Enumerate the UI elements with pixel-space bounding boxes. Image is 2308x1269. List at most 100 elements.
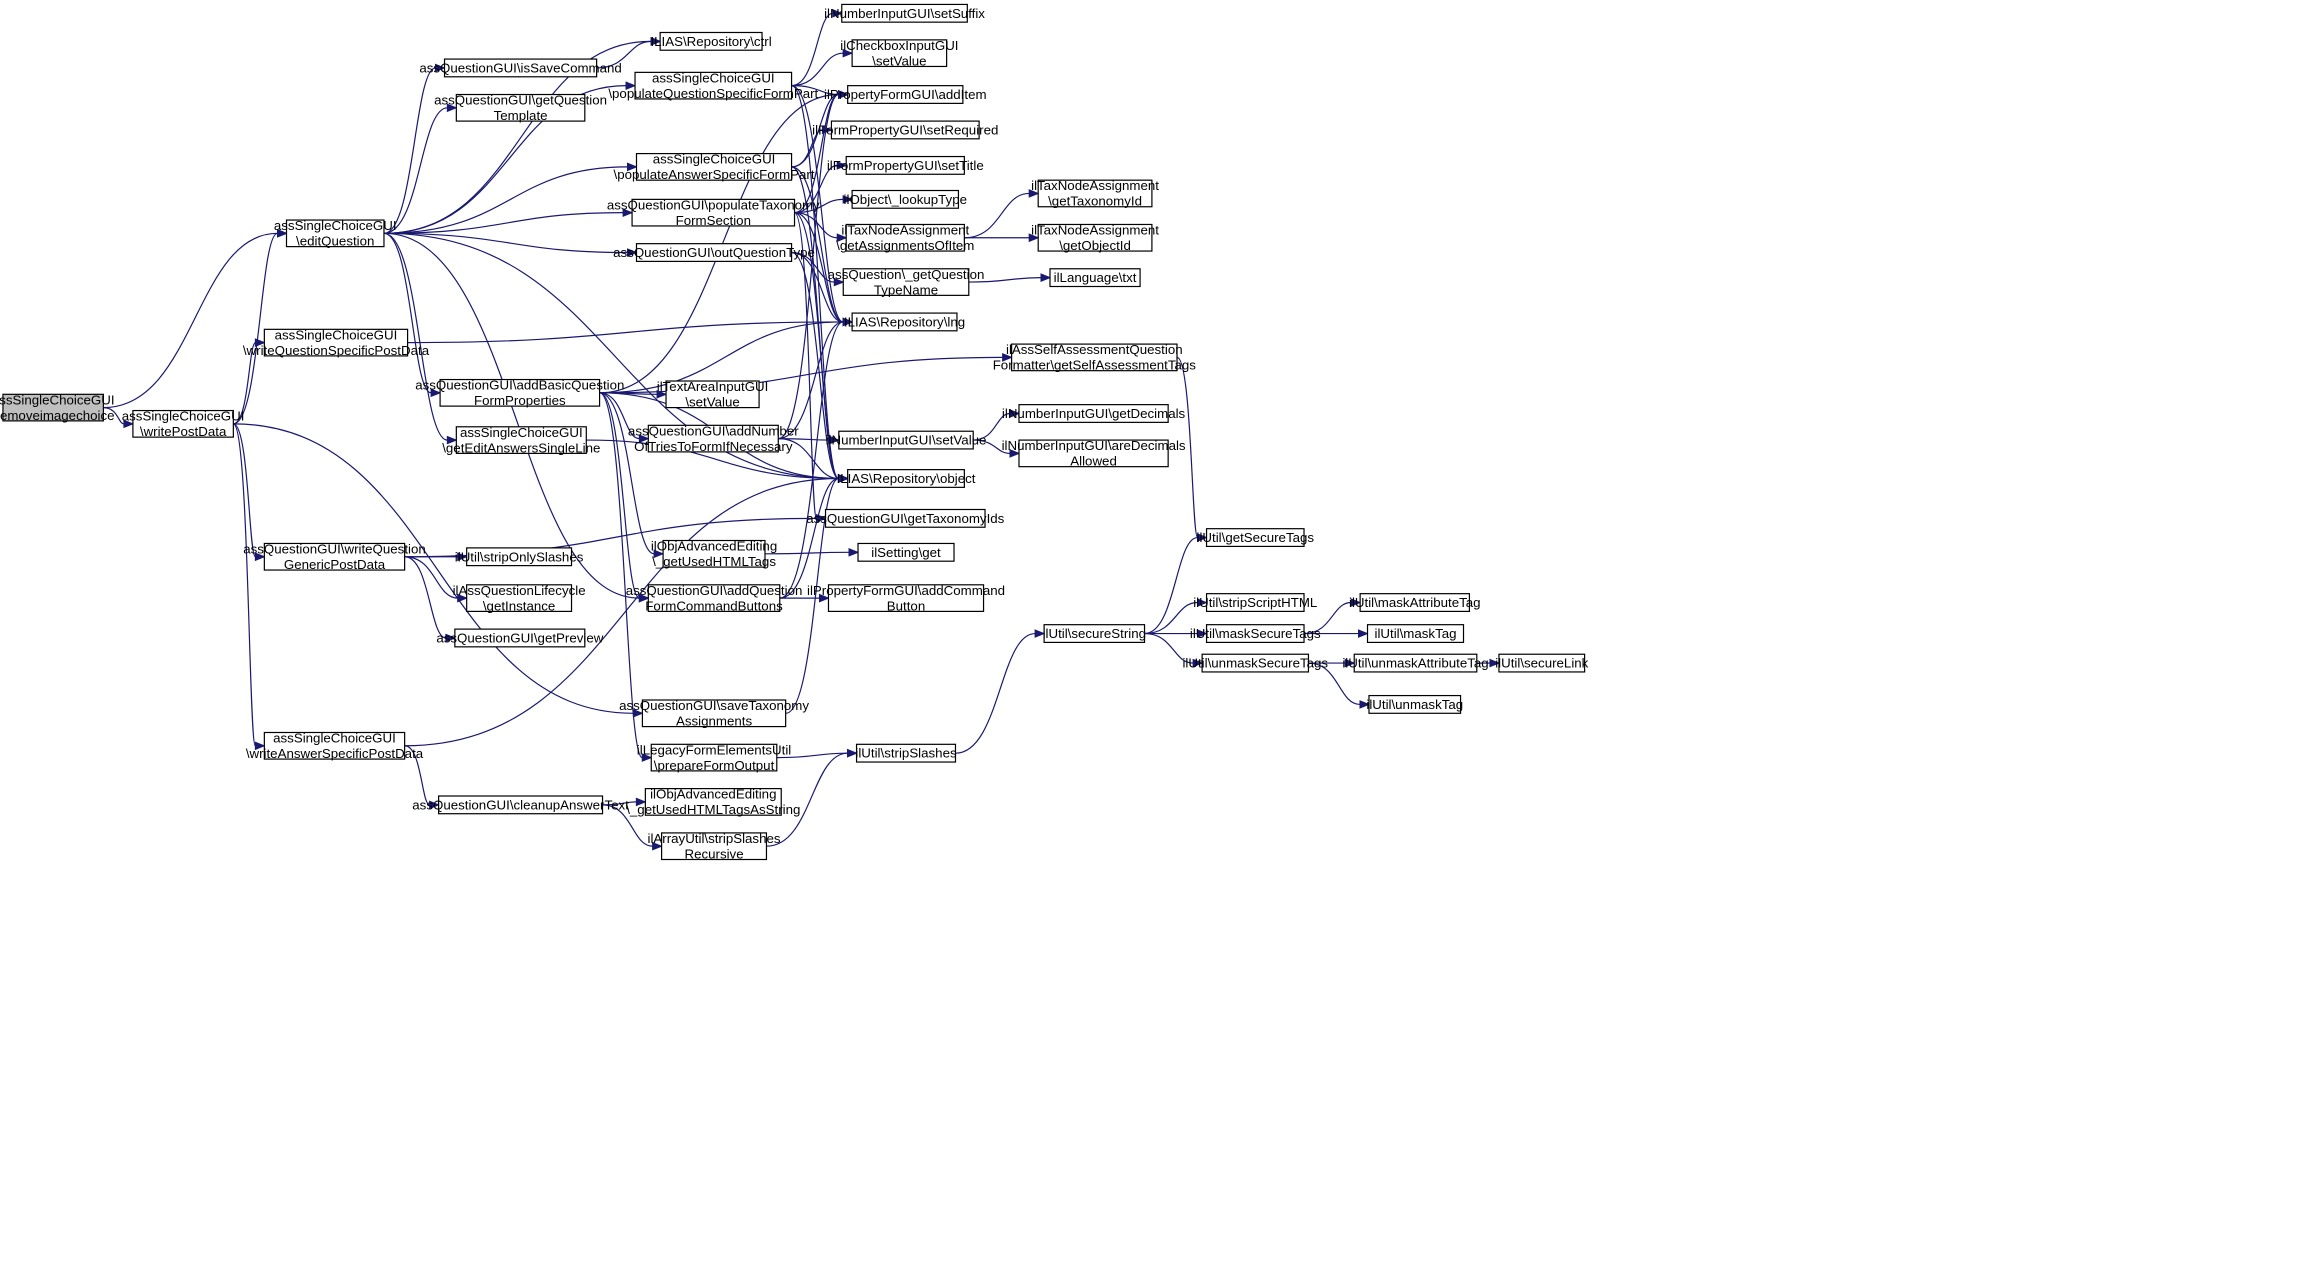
node-getUsedHTMLTags[interactable]: ilObjAdvancedEditing\_getUsedHTMLTags — [651, 539, 777, 570]
node-removeimagechoice[interactable]: assSingleChoiceGUI\removeimagechoice — [0, 392, 115, 423]
node-addNumberOfTries[interactable]: assQuestionGUI\addNumberOfTriesToFormIfN… — [628, 423, 799, 454]
node-writePostData[interactable]: assSingleChoiceGUI\writePostData — [122, 409, 245, 440]
node-settingGet[interactable]: ilSetting\get — [857, 542, 955, 562]
edge-line — [233, 232, 278, 425]
node-ctrl[interactable]: ILIAS\Repository\ctrl — [650, 31, 772, 51]
edge-line — [383, 232, 448, 441]
node-getAssignmentsOfItem[interactable]: ilTaxNodeAssignment\getAssignmentsOfItem — [836, 223, 974, 254]
node-getEditAnswersSingleLine[interactable]: assSingleChoiceGUI\getEditAnswersSingleL… — [442, 425, 600, 456]
node-setTitle[interactable]: ilFormPropertyGUI\setTitle — [827, 155, 984, 175]
node-unmaskSecureTags[interactable]: ilUtil\unmaskSecureTags — [1182, 653, 1328, 673]
node-label-line: \writeQuestionSpecificPostData — [243, 343, 430, 358]
node-unmaskTag[interactable]: ilUtil\unmaskTag — [1366, 694, 1463, 714]
node-label-line: ilUtil\unmaskAttributeTag — [1342, 656, 1488, 671]
node-textAreaSetValue[interactable]: ilTextAreaInputGUI\setValue — [657, 379, 769, 410]
node-lng[interactable]: ILIAS\Repository\lng — [844, 312, 965, 332]
node-isSaveCommand[interactable]: assQuestionGUI\isSaveCommand — [419, 58, 622, 78]
node-populateQuestionSpecificFormPart[interactable]: assSingleChoiceGUI\populateQuestionSpeci… — [608, 70, 818, 101]
node-addItem[interactable]: ilPropertyFormGUI\addItem — [824, 85, 987, 104]
node-assQuestionLifecycleGetInstance[interactable]: ilAssQuestionLifecycle\getInstance — [453, 583, 586, 614]
node-lookupType[interactable]: ilObject\_lookupType — [844, 189, 967, 209]
arrowhead-icon — [1040, 273, 1052, 282]
edge-getAssignmentsOfItem-to-getObjectId — [964, 233, 1040, 243]
node-label-line: ilNumberInputGUI\getDecimals — [1002, 406, 1186, 421]
node-box — [845, 155, 965, 175]
node-stripOnlySlashes[interactable]: ilUtil\stripOnlySlashes — [455, 547, 584, 567]
node-label-line: \populateAnswerSpecificFormPart — [614, 167, 815, 182]
node-checkboxSetValue[interactable]: ilCheckboxInputGUI\setValue — [840, 38, 958, 69]
node-getDecimals[interactable]: ilNumberInputGUI\getDecimals — [1002, 404, 1186, 423]
node-getPreview[interactable]: assQuestionGUI\getPreview — [436, 628, 604, 648]
node-setSuffix[interactable]: ilNumberInputGUI\setSuffix — [824, 3, 985, 23]
arrowhead-icon — [627, 248, 638, 257]
node-box — [847, 85, 964, 104]
node-unmaskAttributeTag[interactable]: ilUtil\unmaskAttributeTag — [1342, 653, 1489, 673]
node-getTaxonomyIds[interactable]: assQuestionGUI\getTaxonomyIds — [806, 508, 1005, 528]
node-addBasicQuestionFormProperties[interactable]: assQuestionGUI\addBasicQuestionFormPrope… — [415, 378, 624, 409]
node-cleanupAnswerText[interactable]: assQuestionGUI\cleanupAnswerText — [412, 795, 629, 815]
node-label-line: ilObjAdvancedEditing — [651, 539, 777, 554]
node-numberSetValue[interactable]: ilNumberInputGUI\setValue — [826, 430, 987, 450]
node-getSelfAssessmentTags[interactable]: ilAssSelfAssessmentQuestionFormatter\get… — [993, 342, 1197, 373]
node-label-line: GenericPostData — [284, 557, 386, 572]
node-object[interactable]: ILIAS\Repository\object — [837, 469, 976, 488]
node-label-line: assSingleChoiceGUI — [274, 218, 397, 233]
node-prepareFormOutput[interactable]: ilLegacyFormElementsUtil\prepareFormOutp… — [637, 742, 791, 773]
node-label-line: ilUtil\secureString — [1043, 626, 1146, 641]
node-box — [661, 832, 768, 861]
arrowhead-icon — [816, 514, 827, 523]
node-box — [631, 198, 796, 227]
edge-line — [791, 52, 844, 87]
edge-line — [1308, 662, 1361, 706]
node-secureLink[interactable]: ilUtil\secureLink — [1495, 653, 1589, 673]
node-writeAnswerSpecificPostData[interactable]: assSingleChoiceGUI\writeAnswerSpecificPo… — [246, 731, 424, 762]
edge-line — [1176, 356, 1199, 539]
node-box — [650, 743, 778, 772]
node-stripScriptHTML[interactable]: ilUtil\stripScriptHTML — [1193, 593, 1317, 612]
edge-line — [764, 551, 850, 555]
node-getTaxonomyId[interactable]: ilTaxNodeAssignment\getTaxonomyId — [1031, 178, 1159, 209]
node-addQuestionFormCommandButtons[interactable]: assQuestionGUI\addQuestionFormCommandBut… — [626, 583, 803, 614]
node-stripSlashes[interactable]: ilUtil\stripSlashes — [855, 743, 957, 763]
edge-line — [383, 107, 448, 234]
arrowhead-icon — [653, 549, 665, 559]
node-box — [841, 3, 968, 23]
node-box — [1018, 439, 1169, 468]
node-maskSecureTags[interactable]: ilUtil\maskSecureTags — [1190, 624, 1321, 644]
node-languageTxt[interactable]: ilLanguage\txt — [1049, 268, 1141, 288]
edge-line — [778, 321, 844, 440]
arrowhead-icon — [1359, 700, 1371, 709]
arrowhead-icon — [838, 474, 850, 483]
edge-line — [232, 423, 256, 747]
node-setRequired[interactable]: ilFormPropertyGUI\setRequired — [812, 120, 998, 140]
node-box — [455, 93, 586, 122]
node-outQuestionType[interactable]: assQuestionGUI\outQuestionType — [613, 243, 815, 262]
node-maskTag[interactable]: ilUtil\maskTag — [1366, 624, 1465, 644]
edge-populateTaxonomyFormSection-to-getAssignmentsOfItem — [794, 212, 848, 243]
node-label-line: \editQuestion — [296, 234, 374, 249]
node-writeQuestionSpecificPostData[interactable]: assSingleChoiceGUI\writeQuestionSpecific… — [243, 327, 430, 358]
node-box — [857, 542, 955, 562]
edge-line — [233, 342, 256, 425]
node-editQuestion[interactable]: assSingleChoiceGUI\editQuestion — [274, 218, 397, 249]
node-getSecureTags[interactable]: ilUtil\getSecureTags — [1197, 528, 1315, 548]
node-label-line: ilTaxNodeAssignment — [1031, 178, 1159, 193]
edge-line — [383, 85, 627, 234]
node-writeQuestionGenericPostData[interactable]: assQuestionGUI\writeQuestionGenericPostD… — [243, 542, 426, 573]
arrowhead-icon — [1009, 449, 1021, 458]
node-getObjectId[interactable]: ilTaxNodeAssignment\getObjectId — [1031, 223, 1159, 254]
node-secureString[interactable]: ilUtil\secureString — [1043, 624, 1146, 644]
node-populateTaxonomyFormSection[interactable]: assQuestionGUI\populateTaxonomyFormSecti… — [607, 197, 820, 228]
node-getUsedHTMLTagsAsString[interactable]: ilObjAdvancedEditing\_getUsedHTMLTagsAsS… — [626, 787, 800, 818]
node-maskAttributeTag[interactable]: ilUtil\maskAttributeTag — [1349, 593, 1481, 612]
edge-line — [1144, 601, 1198, 635]
node-populateAnswerSpecificFormPart[interactable]: assSingleChoiceGUI\populateAnswerSpecifi… — [614, 152, 815, 183]
node-label-line: ilCheckboxInputGUI — [840, 38, 958, 53]
